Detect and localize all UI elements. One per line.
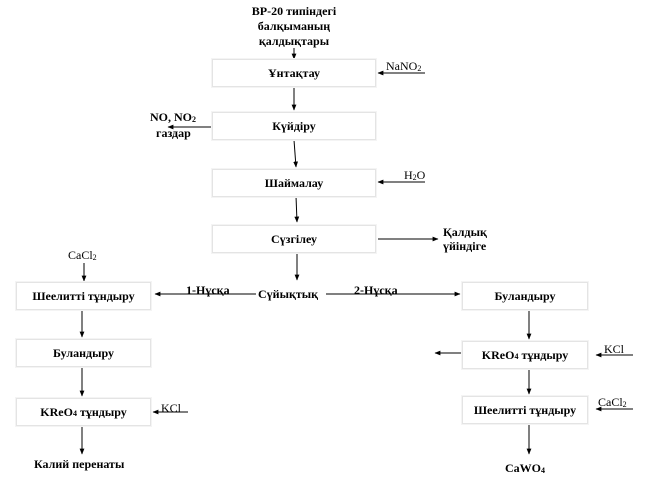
arrow-leaching-to-filtration xyxy=(294,195,300,223)
step-leaching-label: Шаймалау xyxy=(264,175,324,190)
reagent-h2o: H2O xyxy=(404,168,426,182)
reagent-kcl-right: KCl xyxy=(604,342,625,356)
step-leaching: Шаймалау xyxy=(212,169,376,197)
source-line-2: балқыманың xyxy=(257,19,331,33)
source-label: ВР-20 типіндегі балқыманың қалдықтары xyxy=(222,4,366,49)
residue-label: Қалдық үйіндіге xyxy=(443,225,487,253)
right-product: CaWO4 xyxy=(505,461,545,475)
variant-1-label: 1-Нұсқа xyxy=(186,283,230,297)
variant-2-label: 2-Нұсқа xyxy=(354,283,398,297)
step-grinding: Ұнтақтау xyxy=(212,59,376,87)
filtrate-label: Сүйықтық xyxy=(258,287,319,301)
gases-label: NO, NO2 газдар xyxy=(150,110,196,140)
step-grinding-label: Ұнтақтау xyxy=(268,65,320,80)
reagent-nano2: NaNO2 xyxy=(386,59,422,73)
arrow-roasting-to-leaching xyxy=(293,139,298,168)
source-line-3: қалдықтары xyxy=(258,34,330,48)
step-filtration: Сүзгілеу xyxy=(212,225,376,253)
step-roasting-label: Күйдіру xyxy=(272,118,316,133)
step-filtration-label: Сүзгілеу xyxy=(270,231,318,246)
reagent-cacl2-left: CaCl2 xyxy=(68,248,97,262)
source-line-1: ВР-20 типіндегі xyxy=(251,4,337,18)
step-roasting: Күйдіру xyxy=(212,112,376,140)
right-step-evaporation: Буландыру xyxy=(462,282,588,310)
reagent-kcl-left: KCl xyxy=(161,401,182,415)
left-product: Калий перенаты xyxy=(34,457,125,471)
left-step-scheelite: Шеелитті тұндыру xyxy=(16,282,151,310)
right-step-scheelite: Шеелитті тұндыру xyxy=(462,396,588,424)
left-step-evaporation: Буландыру xyxy=(16,339,151,367)
reagent-cacl2-right: CaCl2 xyxy=(598,395,627,409)
